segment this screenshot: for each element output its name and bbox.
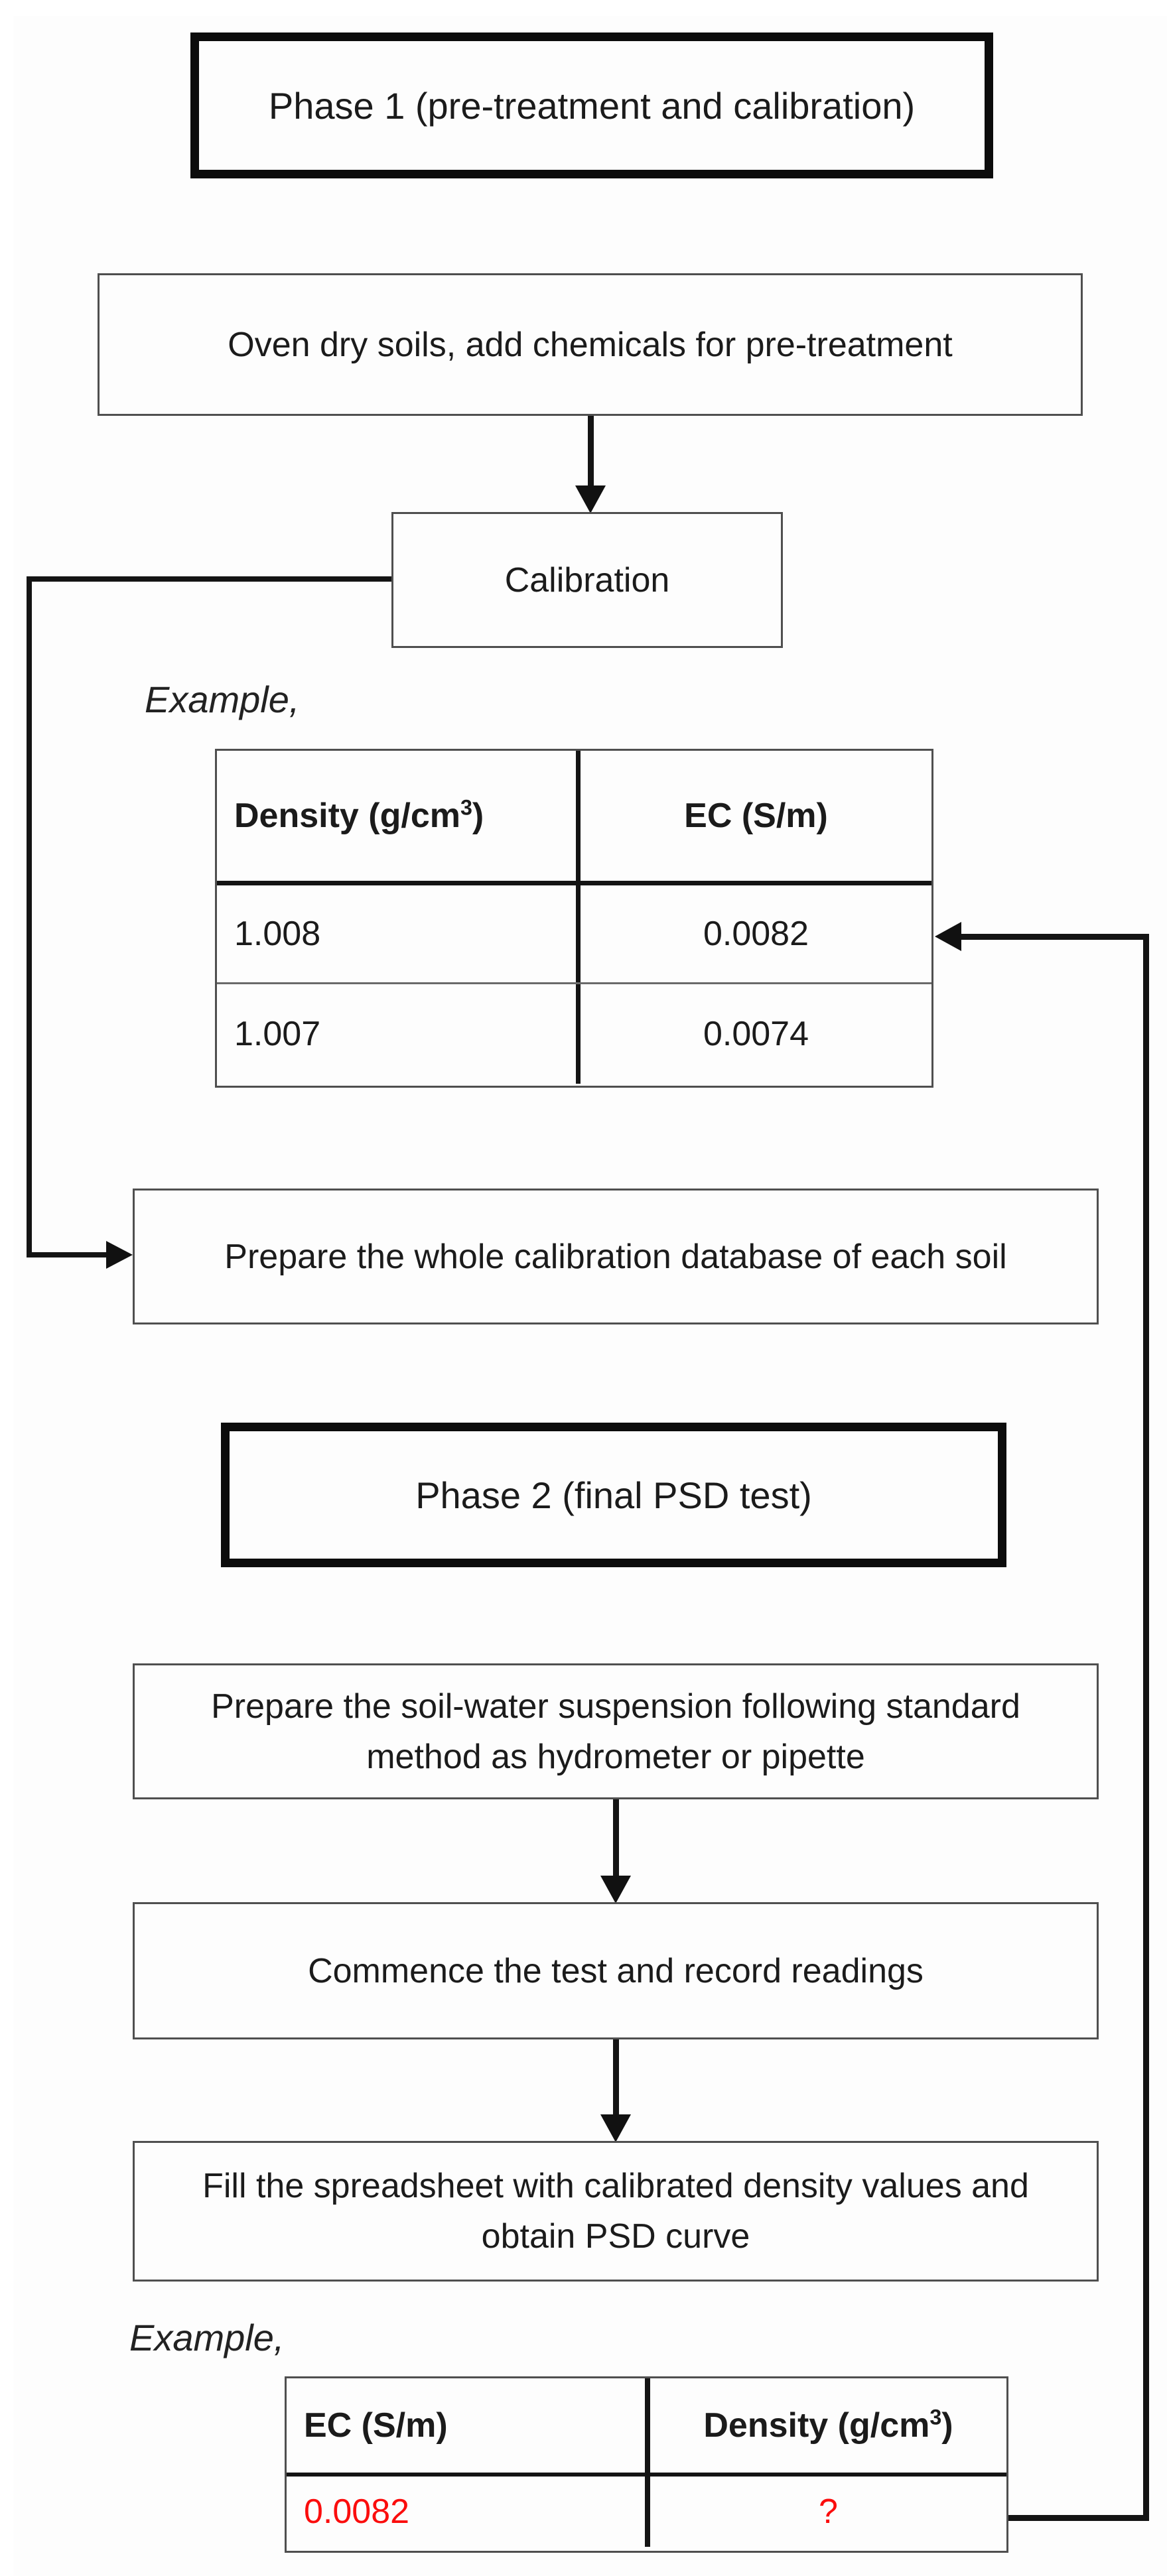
density-unit-pre: Density (g/cm <box>234 797 460 835</box>
cell-ec-2: 0.0074 <box>581 984 931 1084</box>
step-suspension-line1: Prepare the soil-water suspension follow… <box>211 1687 1020 1726</box>
step-fill-line2: obtain PSD curve <box>481 2217 750 2256</box>
result-table-header-density: Density (g/cm3) <box>650 2378 1006 2473</box>
density-unit-post: ) <box>941 2406 953 2445</box>
arrowhead-down-icon <box>600 2114 631 2142</box>
calibration-table-header-row: Density (g/cm3) EC (S/m) <box>217 751 931 885</box>
phase1-title: Phase 1 (pre-treatment and calibration) <box>268 84 916 127</box>
header-ec-text: EC (S/m) <box>304 2406 448 2445</box>
value-ec-1: 0.0082 <box>703 915 809 953</box>
arrow-commence-to-fill-shaft <box>613 2039 619 2116</box>
step-suspension-line2: method as hydrometer or pipette <box>366 1737 865 1776</box>
result-table-header-row: EC (S/m) Density (g/cm3) <box>287 2378 1006 2477</box>
connector-feedback-top-horizontal <box>961 934 1148 940</box>
arrowhead-down-icon <box>575 485 606 513</box>
cell-density-2: 1.007 <box>217 984 581 1084</box>
connector-left-vertical <box>27 576 32 1257</box>
arrowhead-down-icon <box>600 1876 631 1903</box>
calibration-table-row-2: 1.007 0.0074 <box>217 984 931 1084</box>
cell-result-ec: 0.0082 <box>287 2477 650 2547</box>
value-density-2: 1.007 <box>234 1015 321 1053</box>
example-label-phase1: Example, <box>145 678 300 720</box>
header-density-text: Density (g/cm3) <box>234 796 484 836</box>
phase2-title-box: Phase 2 (final PSD test) <box>221 1423 1006 1567</box>
result-table: EC (S/m) Density (g/cm3) 0.0082 ? <box>285 2376 1008 2553</box>
density-superscript: 3 <box>460 795 472 820</box>
density-unit-post: ) <box>472 797 484 835</box>
step-calibration-label: Calibration <box>504 560 670 600</box>
calibration-table-header-density: Density (g/cm3) <box>217 751 581 881</box>
cell-ec-1: 0.0082 <box>581 885 931 982</box>
density-unit-pre: Density (g/cm <box>703 2406 930 2445</box>
arrowhead-right-icon <box>106 1241 133 1269</box>
connector-feedback-bottom-horizontal <box>1008 2515 1149 2521</box>
density-superscript: 3 <box>929 2405 942 2429</box>
phase1-title-box: Phase 1 (pre-treatment and calibration) <box>190 32 993 178</box>
header-ec-text: EC (S/m) <box>684 797 828 835</box>
value-result-ec: 0.0082 <box>304 2492 410 2531</box>
step-suspension-box: Prepare the soil-water suspension follow… <box>133 1663 1099 1799</box>
calibration-table-header-ec: EC (S/m) <box>581 751 931 881</box>
step-commence-label: Commence the test and record readings <box>308 1951 924 1990</box>
cell-result-density: ? <box>650 2477 1006 2547</box>
step-prepare-database-box: Prepare the whole calibration database o… <box>133 1189 1099 1324</box>
value-density-1: 1.008 <box>234 915 321 953</box>
arrowhead-left-icon <box>935 922 961 951</box>
step-commence-box: Commence the test and record readings <box>133 1902 1099 2039</box>
connector-calibration-left-stub <box>29 576 391 582</box>
step-oven-dry-label: Oven dry soils, add chemicals for pre-tr… <box>228 325 953 364</box>
step-prepare-database-label: Prepare the whole calibration database o… <box>224 1237 1007 1276</box>
arrow-oven-to-calibration-shaft <box>588 416 594 487</box>
connector-left-bottom-horizontal <box>27 1252 107 1257</box>
step-oven-dry-box: Oven dry soils, add chemicals for pre-tr… <box>98 273 1083 416</box>
step-fill-spreadsheet-box: Fill the spreadsheet with calibrated den… <box>133 2141 1099 2282</box>
arrow-suspension-to-commence-shaft <box>613 1799 619 1877</box>
cell-density-1: 1.008 <box>217 885 581 982</box>
value-ec-2: 0.0074 <box>703 1015 809 1053</box>
example-label-phase2: Example, <box>129 2317 285 2358</box>
value-result-density-unknown: ? <box>819 2492 838 2531</box>
result-table-row: 0.0082 ? <box>287 2477 1006 2547</box>
connector-right-vertical <box>1143 934 1149 2521</box>
calibration-table-row-1: 1.008 0.0082 <box>217 885 931 984</box>
calibration-table: Density (g/cm3) EC (S/m) 1.008 0.0082 1.… <box>215 749 933 1088</box>
header-density-text: Density (g/cm3) <box>703 2406 953 2445</box>
step-calibration-box: Calibration <box>391 512 783 648</box>
phase2-title: Phase 2 (final PSD test) <box>415 1474 812 1516</box>
step-fill-line1: Fill the spreadsheet with calibrated den… <box>202 2167 1029 2205</box>
result-table-header-ec: EC (S/m) <box>287 2378 650 2473</box>
